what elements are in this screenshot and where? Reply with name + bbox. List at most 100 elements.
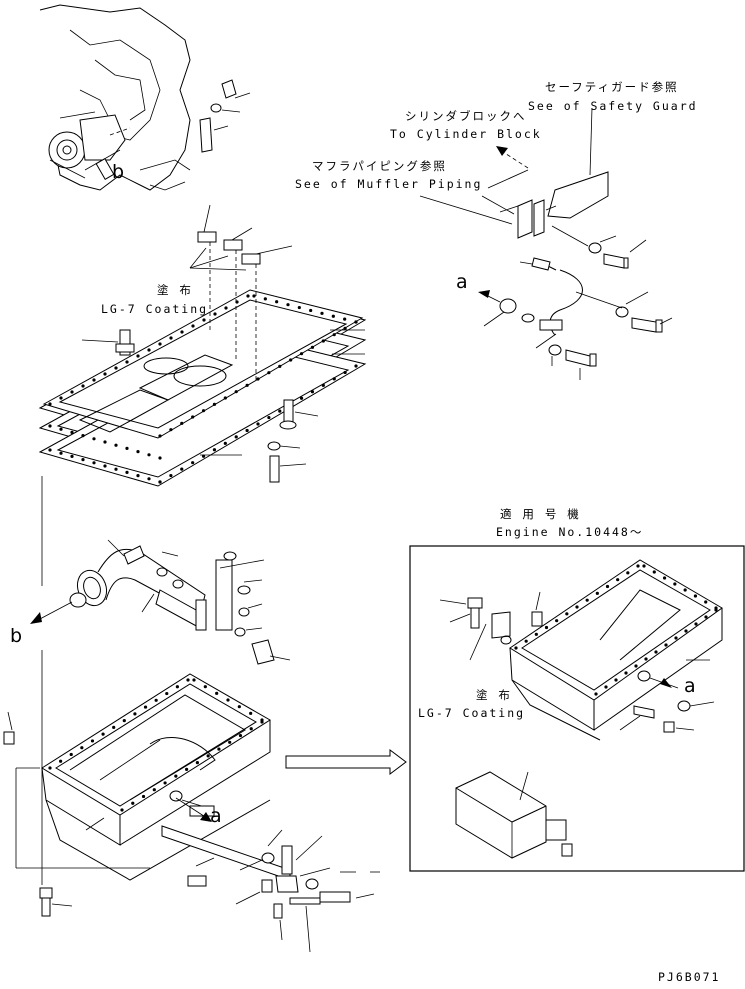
inset-oil-pan	[509, 559, 723, 741]
bolt-hole	[112, 725, 116, 729]
bolt-hole	[202, 318, 206, 322]
muffler-piping-en: See of Muffler Piping	[295, 177, 482, 191]
bolt-hole	[136, 354, 140, 358]
bolt-hole	[565, 612, 569, 616]
bolt-hole	[80, 746, 84, 750]
bolt-hole	[147, 477, 151, 481]
bolt-hole	[163, 781, 167, 785]
bolt-hole	[616, 578, 620, 582]
inset-coating-en: LG-7 Coating	[418, 706, 525, 720]
bolt-hole	[185, 767, 189, 771]
bolt-hole	[70, 430, 74, 434]
bolt-hole	[694, 622, 698, 626]
bolt-hole	[249, 711, 253, 715]
arrow-to-inset-icon	[285, 749, 407, 775]
bolt-hole	[186, 678, 190, 682]
bolt-hole	[234, 435, 238, 439]
marker-b-top: b	[112, 161, 124, 183]
engine-block-outline	[39, 4, 191, 191]
bolt-hole	[48, 424, 52, 428]
bolt-hole	[684, 629, 688, 633]
bolt-hole	[309, 308, 313, 313]
bolt-icon	[3, 711, 15, 745]
inset-coating-jp: 塗 布	[476, 688, 512, 702]
bolt-hole	[704, 615, 708, 619]
bolt-hole	[147, 348, 151, 352]
bolt-hole	[103, 464, 107, 468]
marker-b-left: b	[10, 625, 22, 647]
bolt-hole	[201, 409, 206, 413]
bolt-hole	[175, 685, 179, 689]
marker-a-right: a	[456, 271, 468, 293]
bolt-hole	[133, 712, 137, 716]
bolt-hole	[310, 390, 315, 394]
bolt-hole	[114, 443, 118, 447]
bolt-hole	[70, 454, 74, 458]
bolt-hole	[263, 297, 267, 301]
bolt-hole	[136, 450, 140, 454]
bolt-hole	[286, 303, 290, 307]
bolt-hole	[644, 657, 648, 661]
bolt-hole	[321, 339, 325, 343]
bolt-icon	[81, 329, 135, 356]
sensor-harness	[483, 257, 673, 380]
bolt-hole	[48, 448, 52, 452]
bolt-hole	[103, 372, 107, 376]
bolt-hole	[131, 801, 135, 805]
bolt-hole	[245, 383, 249, 387]
o-ring-icon	[69, 592, 87, 608]
bolt-hole	[59, 451, 63, 455]
bolt-hole	[275, 300, 279, 304]
bolt-hole	[212, 402, 217, 406]
bolt-hole	[206, 754, 210, 758]
bolt-hole	[147, 453, 151, 457]
suction-pipe	[76, 548, 265, 631]
bolt-hole	[125, 446, 129, 450]
bolt-hole	[81, 434, 85, 438]
bolt-hole	[125, 470, 129, 474]
bolt-hole	[289, 358, 293, 362]
safety-guard-jp: セーフティガード参照	[545, 80, 679, 94]
safety-guard-en: See of Safety Guard	[528, 99, 698, 113]
bolt-hole	[624, 671, 628, 675]
bolt-hole	[299, 352, 304, 356]
bolt-hole	[634, 664, 638, 668]
bolt-hole	[169, 473, 173, 478]
bolt-hole	[636, 564, 640, 568]
bolt-hole	[152, 788, 156, 792]
bolt-hole	[125, 360, 129, 364]
bolt-hole	[92, 378, 96, 382]
bolt-hole	[114, 366, 118, 370]
bolt-hole	[180, 421, 184, 425]
bolt-hole	[215, 691, 219, 695]
bolt-hole	[343, 370, 347, 375]
bolt-hole	[246, 294, 250, 298]
bolt-hole	[81, 384, 85, 388]
applicable-engine-jp: 適 用 号 機	[500, 507, 581, 521]
bolt-hole	[191, 324, 195, 328]
bolt-hole	[143, 705, 148, 709]
drain-bolt-icon	[39, 887, 73, 917]
bolt-hole	[92, 437, 96, 441]
bolt-hole	[165, 691, 169, 696]
bolt-hole	[693, 594, 698, 598]
oil-pan-bolt-holes	[48, 678, 264, 812]
bolt-hole	[212, 448, 217, 452]
bolt-hole	[332, 333, 336, 337]
inset-pan-bolt-holes	[514, 564, 718, 696]
bolt-hole	[48, 402, 52, 406]
bolt-hole	[260, 720, 264, 724]
arrow-b-icon	[30, 601, 73, 624]
bolt-hole	[674, 636, 678, 640]
cylinder-block-en: To Cylinder Block	[390, 127, 542, 141]
bolt-hole	[642, 564, 646, 568]
marker-a-inset: a	[684, 675, 696, 697]
arrow-a-icon	[478, 290, 501, 303]
bolt-hole	[228, 740, 232, 744]
bolt-hole	[217, 747, 221, 751]
engine-number: Engine No.10448～	[496, 525, 643, 539]
bolt-hole	[297, 305, 301, 310]
marker-a-pan: a	[210, 805, 222, 827]
bolt-hole	[354, 364, 358, 368]
bolt-hole	[223, 441, 227, 445]
